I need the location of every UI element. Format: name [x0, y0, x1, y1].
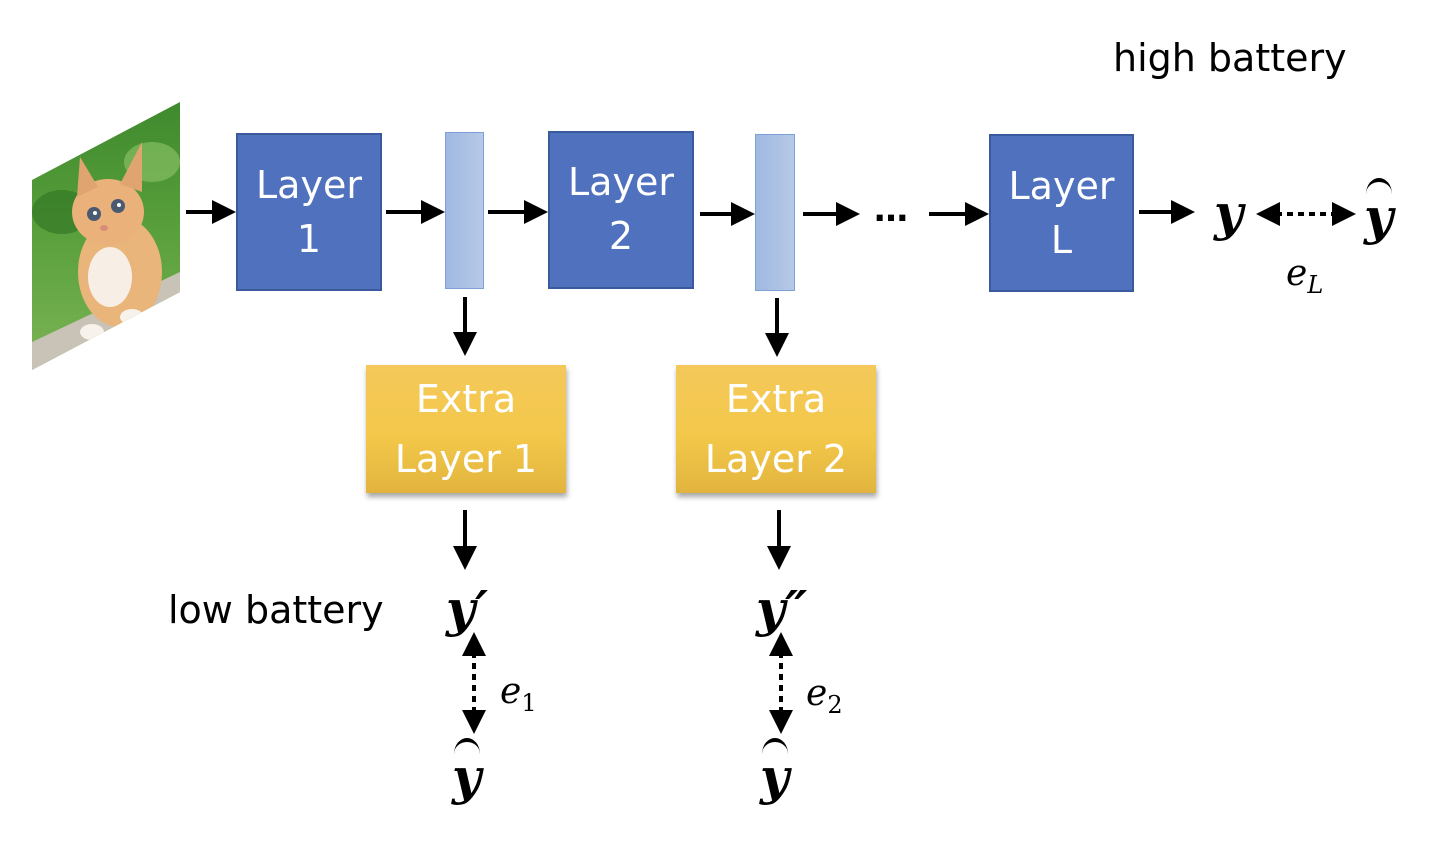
final-target-y-hat: y	[1364, 192, 1393, 242]
extra-layer-1-line2: Layer 1	[394, 437, 538, 481]
layer-1-index: 1	[296, 217, 322, 261]
layer-1-title: Layer	[256, 163, 362, 207]
layer-L-box: Layer L	[989, 134, 1134, 292]
layer-2-index: 2	[608, 214, 634, 258]
early-error-e1: e1	[500, 671, 537, 718]
error-symbol: e	[500, 671, 522, 712]
kitten-input-image	[32, 102, 180, 370]
final-output-y: y	[1214, 183, 1244, 242]
error-symbol: e	[1286, 253, 1308, 294]
final-error-eL: eL	[1286, 253, 1324, 300]
layer-2-box: Layer 2	[548, 131, 694, 289]
layer-1-box: Layer 1	[236, 133, 382, 291]
extra-layer-2-box: Extra Layer 2	[676, 365, 876, 493]
early-target-1: y	[452, 752, 481, 802]
low-battery-label: low battery	[168, 588, 384, 632]
target-y-hat: y	[452, 747, 482, 806]
layer-2-title: Layer	[568, 160, 674, 204]
early-target-2: y	[760, 752, 789, 802]
early-output-1: y′	[446, 579, 489, 638]
early-error-e2: e2	[806, 673, 843, 720]
feature-map-2	[755, 134, 795, 291]
extra-layer-1-line1: Extra	[415, 377, 517, 421]
extra-layer-1-box: Extra Layer 1	[366, 365, 566, 493]
target-y-hat: y	[760, 747, 790, 806]
error-symbol: e	[806, 673, 828, 714]
error-subscript: 2	[827, 691, 843, 720]
feature-map-1	[445, 132, 484, 289]
early-output-2: y″	[756, 579, 808, 638]
high-battery-label: high battery	[1113, 36, 1347, 80]
layer-L-title: Layer	[1008, 164, 1115, 208]
error-subscript: L	[1307, 271, 1324, 300]
target-y-hat: y	[1364, 187, 1394, 246]
error-subscript: 1	[521, 689, 537, 718]
ellipsis: …	[874, 190, 910, 230]
extra-layer-2-line2: Layer 2	[704, 437, 848, 481]
layer-L-index: L	[1050, 218, 1073, 262]
extra-layer-2-line1: Extra	[725, 377, 827, 421]
